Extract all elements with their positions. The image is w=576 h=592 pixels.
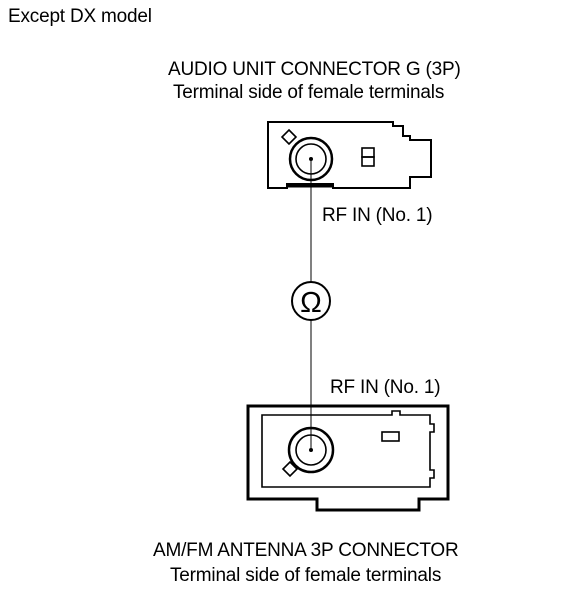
audio-unit-connector-g (267, 121, 432, 189)
top-connector-subtitle: Terminal side of female terminals (173, 82, 445, 103)
bottom-connector-title: AM/FM ANTENNA 3P CONNECTOR (153, 540, 459, 561)
bottom-connector-key-diamond (281, 460, 299, 478)
bottom-terminal-cavity (381, 431, 400, 442)
am-fm-antenna-connector (246, 404, 450, 512)
top-connector-housing (267, 121, 432, 189)
top-connector-title: AUDIO UNIT CONNECTOR G (3P) (168, 59, 461, 80)
top-terminal-label: RF IN (No. 1) (322, 205, 433, 226)
bottom-coax-outer (287, 426, 335, 474)
model-note: Except DX model (8, 6, 152, 27)
top-terminal-cavity-1 (361, 147, 375, 158)
top-coax-pin (309, 157, 313, 161)
bottom-terminal-label: RF IN (No. 1) (330, 377, 441, 398)
bottom-connector-outer-shell (246, 404, 450, 512)
ohmmeter-icon (291, 281, 331, 321)
bottom-connector-subtitle: Terminal side of female terminals (170, 565, 442, 586)
top-connector-key-diamond (280, 128, 298, 146)
ohm-symbol: Ω (300, 287, 322, 319)
bottom-connector-inner-body (261, 410, 435, 488)
ohmmeter: Ω (291, 281, 331, 321)
top-terminal-cavity-2 (361, 156, 375, 167)
bottom-coax-pin (309, 448, 313, 452)
bottom-coax-inner-ring (295, 434, 327, 466)
